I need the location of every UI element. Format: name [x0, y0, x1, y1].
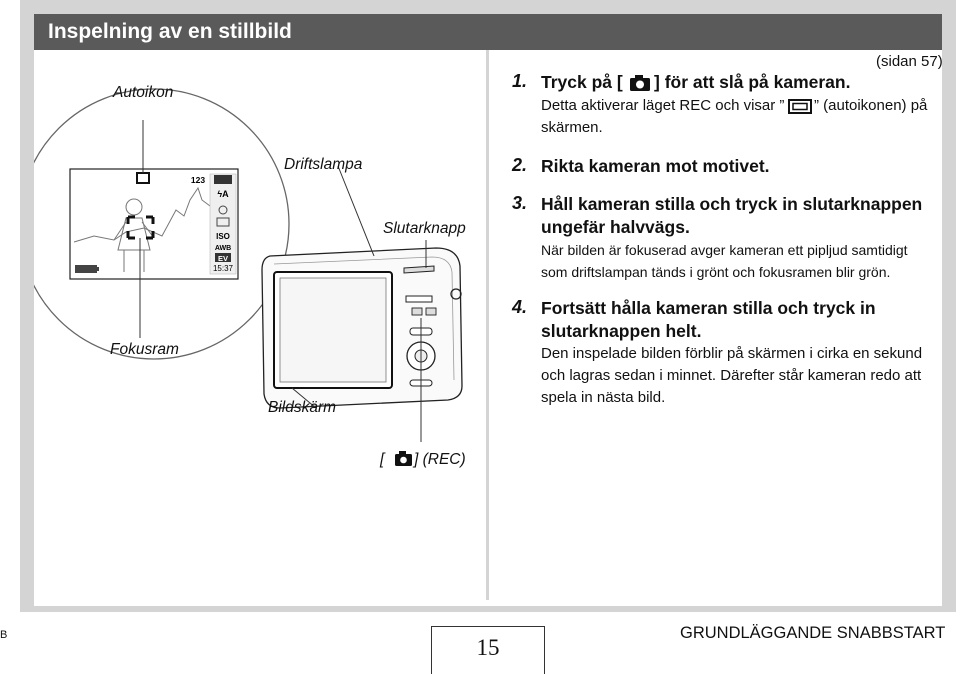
lcd-flash-text: ϟA [217, 189, 229, 199]
page-title: Inspelning av en stillbild [48, 20, 292, 43]
title-bar [34, 14, 942, 50]
rec-button [411, 307, 423, 316]
page-reference: (sidan 57) [876, 53, 943, 70]
step-1-body-line2: skärmen. [541, 119, 603, 136]
camera-icon [395, 451, 412, 466]
step-1-body-line1-end: ” (autoikonen) på [814, 97, 928, 114]
label-driftslampa: Driftslampa [284, 156, 363, 173]
step-3-body-line2: som driftslampan tänds i grönt och fokus… [541, 264, 891, 280]
camera-figure: 123 ϟA ISO AWB EV 15:37 [34, 88, 463, 466]
step-4-heading-line1: Fortsätt hålla kameran stilla och tryck … [541, 298, 876, 318]
label-slutarknapp: Slutarknapp [383, 220, 466, 237]
step-4-heading-line2: slutarknappen helt. [541, 321, 702, 341]
camera-body [261, 247, 463, 409]
auto-icon [136, 172, 150, 184]
step-1-number: 1. [512, 71, 528, 91]
step-4-body-line2: och lagras sedan i minnet. Därefter står… [541, 367, 922, 384]
lcd-shots-text: 123 [191, 175, 205, 185]
lcd-awb-text: AWB [215, 245, 231, 252]
step-2-number: 2. [512, 155, 528, 175]
label-rec-open: [ [380, 451, 385, 468]
play-button [425, 307, 437, 316]
step-4-body-line1: Den inspelade bilden förblir på skärmen … [541, 345, 923, 362]
label-fokusram: Fokusram [110, 341, 179, 358]
battery-icon [75, 265, 97, 273]
step-1-body-line1-start: Detta aktiverar läget REC och visar ” [541, 97, 785, 114]
page-number: 15 [476, 635, 500, 660]
lcd-iso-text: ISO [216, 232, 230, 241]
lcd-time-text: 15:37 [213, 264, 234, 273]
operation-lamp [405, 295, 433, 303]
footer-section-title: GRUNDLÄGGANDE SNABBSTART [680, 624, 946, 642]
step-3-body-line1: När bilden är fokuserad avger kameran et… [541, 242, 908, 258]
step-3-heading-line1: Håll kameran stilla och tryck in slutark… [541, 194, 923, 214]
step-4-number: 4. [512, 297, 528, 317]
lcd-ev-text: EV [218, 254, 228, 263]
column-divider [486, 50, 489, 600]
step-1-heading-end: ] för att slå på kameran. [654, 72, 851, 92]
focus-frame [126, 215, 155, 240]
label-bildskarm: Bildskärm [268, 399, 337, 416]
quality-icon [214, 175, 232, 184]
label-rec-close: ] (REC) [414, 451, 466, 468]
step-1-heading-start: Tryck på [ [541, 72, 623, 92]
step-4-body-line3: spela in nästa bild. [541, 389, 666, 406]
corner-mark: B [0, 629, 8, 641]
selftimer-icon [218, 205, 228, 215]
step-3-number: 3. [512, 193, 528, 213]
page-number-box [431, 626, 545, 674]
auto-icon [788, 99, 812, 114]
face-icon [216, 217, 230, 227]
step-3-heading-line2: ungefär halvvägs. [541, 217, 690, 237]
label-autoikon: Autoikon [113, 84, 174, 101]
camera-icon [630, 75, 650, 91]
step-2-heading: Rikta kameran mot motivet. [541, 156, 770, 176]
